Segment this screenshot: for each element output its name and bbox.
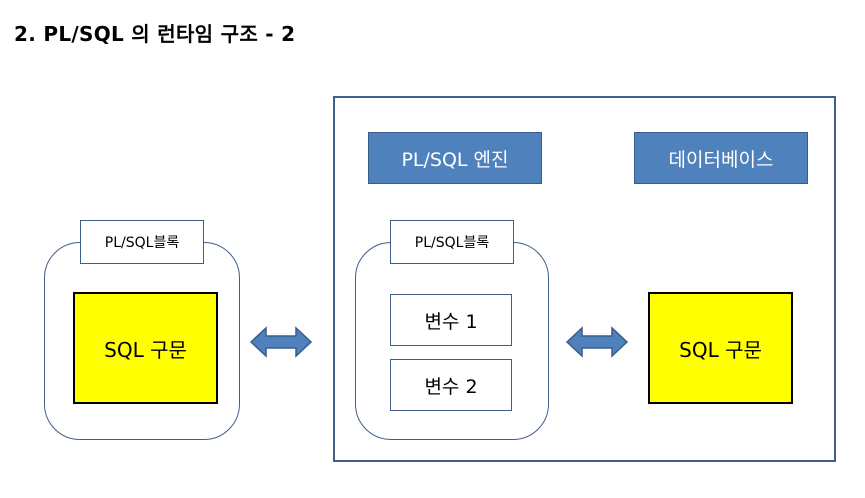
left-double-arrow	[249, 326, 313, 358]
right-double-arrow	[565, 326, 629, 358]
left-sql-statement: SQL 구문	[73, 292, 218, 404]
database-label: 데이터베이스	[634, 132, 808, 184]
variable-1: 변수 1	[390, 294, 512, 346]
database-sql-statement: SQL 구문	[648, 292, 793, 404]
plsql-engine-label: PL/SQL 엔진	[368, 132, 542, 184]
page-title: 2. PL/SQL 의 런타임 구조 - 2	[14, 22, 296, 46]
left-plsql-block-label: PL/SQL블록	[80, 220, 204, 264]
variable-2: 변수 2	[390, 359, 512, 411]
engine-plsql-block-label: PL/SQL블록	[390, 220, 514, 264]
